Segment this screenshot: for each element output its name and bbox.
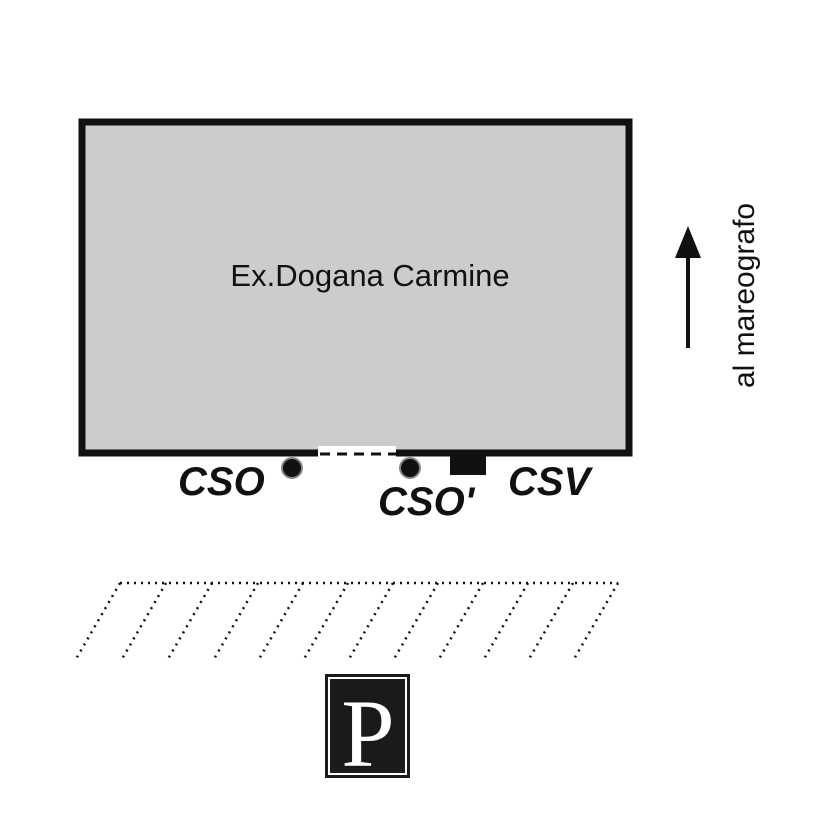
direction-label: al mareografo [728,203,761,388]
building-name: Ex.Dogana Carmine [230,258,509,293]
arrow-up-icon [675,226,701,348]
cso-label: CSO [178,460,265,504]
csv-marker-icon [450,453,486,475]
stations: CSO CSO' CSV [178,453,594,524]
cso-prime-label: CSO' [378,480,476,524]
direction-indicator: al mareografo [675,203,761,388]
parking-sign-icon: P [325,674,410,787]
building: Ex.Dogana Carmine [78,118,633,458]
building-wall-gap [318,446,396,458]
cso-prime-marker-icon [399,457,421,479]
csv-label: CSV [508,460,594,504]
building-rectangle [78,118,633,457]
cso-marker-icon [281,457,303,479]
parking-letter: P [341,680,394,787]
parking-area-hatching [74,581,620,660]
